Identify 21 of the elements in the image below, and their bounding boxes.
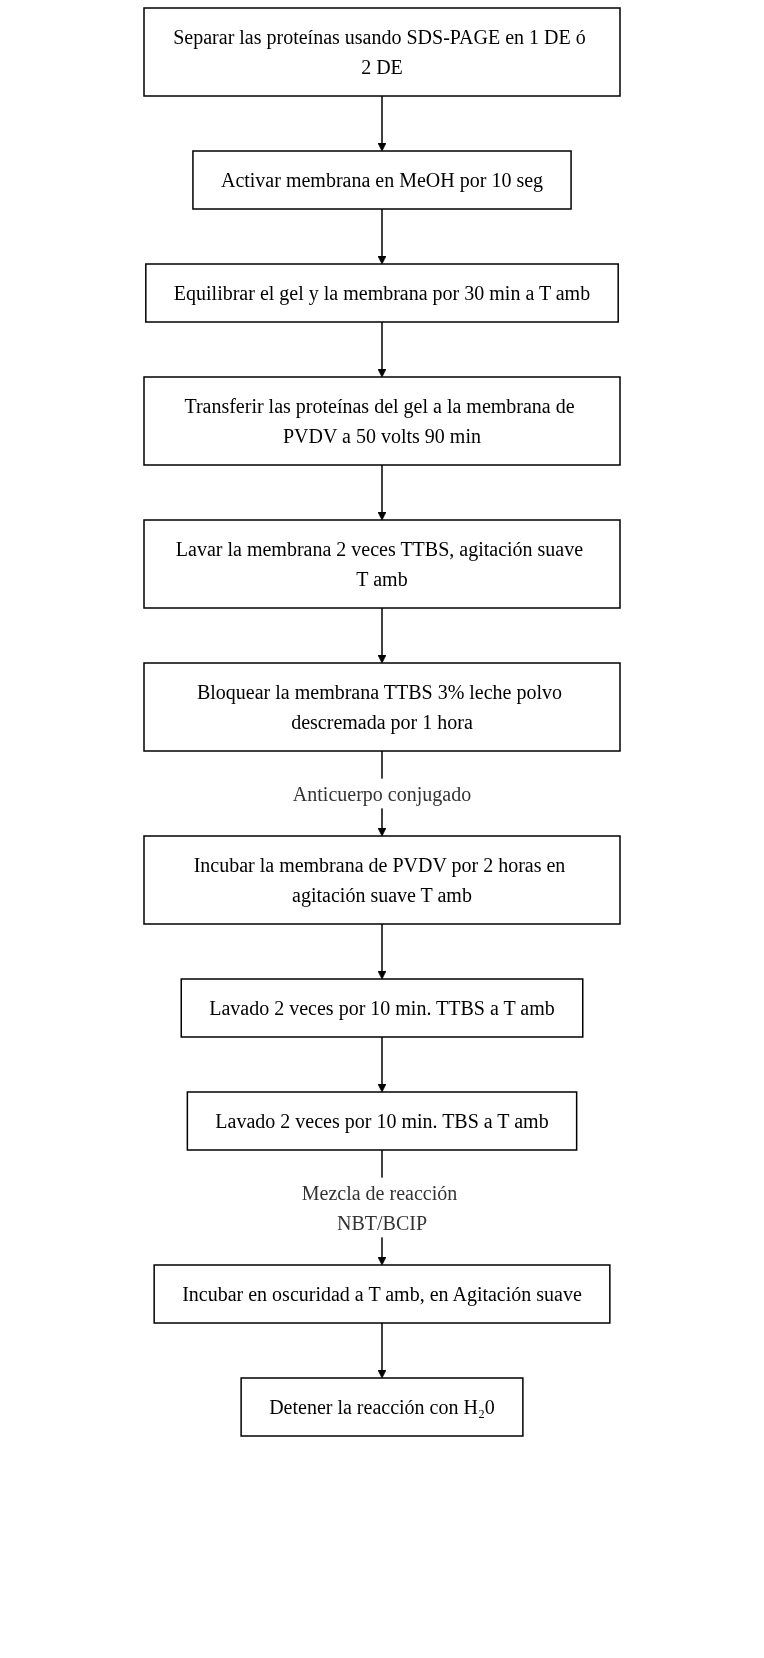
node-box: Equilibrar el gel y la membrana por 30 min a T amb [145, 263, 619, 323]
arrow [377, 1036, 387, 1093]
arrow [377, 1322, 387, 1379]
node-box: Incubar la membrana de PVDV por 2 horas en agitación suave T amb [143, 835, 621, 925]
arrow [377, 464, 387, 521]
node-box: Incubar en oscuridad a T amb, en Agitación suave [153, 1264, 611, 1324]
node-box: Separar las proteínas usando SDS-PAGE en 1 DE ó 2 DE [143, 7, 621, 97]
node-box: Lavado 2 veces por 10 min. TTBS a T amb [180, 978, 584, 1038]
arrow [377, 95, 387, 152]
node-box: Transferir las proteínas del gel a la membrana de PVDV a 50 volts 90 min [143, 376, 621, 466]
edge-label: Anticuerpo conjugado [292, 782, 472, 805]
node-box: Bloquear la membrana TTBS 3% leche polvo descremada por 1 hora [143, 662, 621, 752]
arrow [377, 208, 387, 265]
arrow [377, 607, 387, 664]
node-box: Lavado 2 veces por 10 min. TBS a T amb [186, 1091, 578, 1151]
arrow [377, 321, 387, 378]
node-box: Activar membrana en MeOH por 10 seg [192, 150, 572, 210]
node-box: Lavar la membrana 2 veces TTBS, agitación suave T amb [143, 519, 621, 609]
edge-label: Mezcla de reacción NBT/BCIP [301, 1181, 458, 1234]
node-box: Detener la reacción con H₂0 [240, 1377, 524, 1437]
arrow [377, 923, 387, 980]
